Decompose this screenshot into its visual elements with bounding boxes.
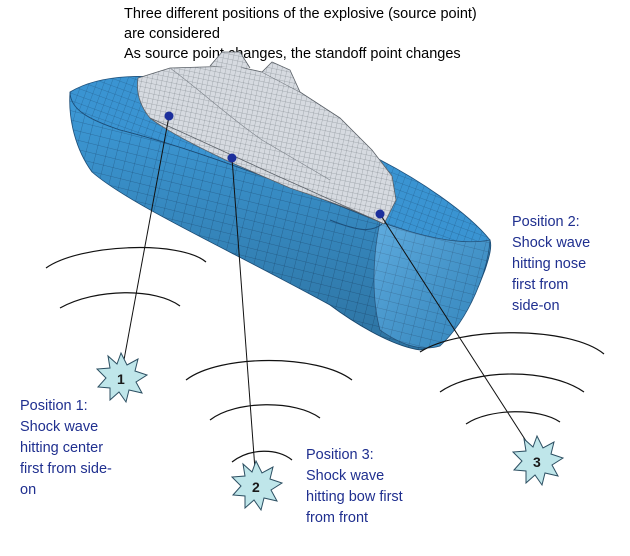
position-3-line: from front [306,510,369,526]
pointer-line-3 [379,213,538,459]
position-3-line: hitting bow first [306,489,403,505]
burst-number-1: 1 [117,371,125,387]
burst-number-3: 3 [533,454,541,470]
position-2-line: side-on [512,298,560,314]
header-line-3: As source point changes, the standoff po… [124,46,461,62]
position-2-label: Position 2: Shock wave hitting nose firs… [512,212,590,317]
wave-arc-right-3 [465,411,561,425]
position-2-line: hitting nose [512,256,587,272]
position-2-line: first from [512,277,569,293]
source-marker-3 [375,209,385,219]
burst-shape-2 [230,459,284,512]
position-3-line: Position 3: [306,447,374,463]
explosion-burst-1: 1 [95,351,149,404]
burst-number-2: 2 [252,479,260,495]
wave-arcs-middle [185,359,353,463]
position-1-line: Position 1: [20,398,88,414]
position-1-line: hitting center [20,440,104,456]
wave-arc-right-1 [419,332,605,355]
pointer-lines [120,115,538,484]
pointer-line-2 [231,157,257,484]
wave-arc-left-2 [59,292,181,309]
header-line-2: are considered [124,26,220,42]
wave-arcs-right [419,332,605,425]
header-text: Three different positions of the explosi… [124,4,624,64]
wave-arc-middle-1 [185,359,353,381]
superstructure-main [137,65,397,225]
burst-shape-3 [511,434,565,487]
position-1-line: on [20,482,37,498]
wave-arc-right-2 [439,373,585,393]
wave-arcs-left [45,246,207,309]
header-line-1: Three different positions of the explosi… [124,6,477,22]
wave-arc-left-1 [45,246,207,269]
position-1-label: Position 1: Shock wave hitting center fi… [20,396,112,501]
burst-shape-1 [95,351,149,404]
position-1-line: first from side- [20,461,112,477]
position-2-line: Position 2: [512,214,580,230]
position-1-line: Shock wave [20,419,99,435]
source-markers [164,111,385,219]
position-3-line: Shock wave [306,468,385,484]
position-2-line: Shock wave [512,235,591,251]
explosion-burst-2: 2 [230,459,284,512]
wave-arc-middle-2 [209,404,321,421]
pointer-line-1 [120,115,170,377]
wave-arc-middle-3 [231,450,293,463]
explosion-burst-3: 3 [511,434,565,487]
position-3-label: Position 3: Shock wave hitting bow first… [306,445,403,529]
source-marker-1 [164,111,174,121]
source-marker-2 [227,153,237,163]
ship-superstructure [137,51,397,225]
